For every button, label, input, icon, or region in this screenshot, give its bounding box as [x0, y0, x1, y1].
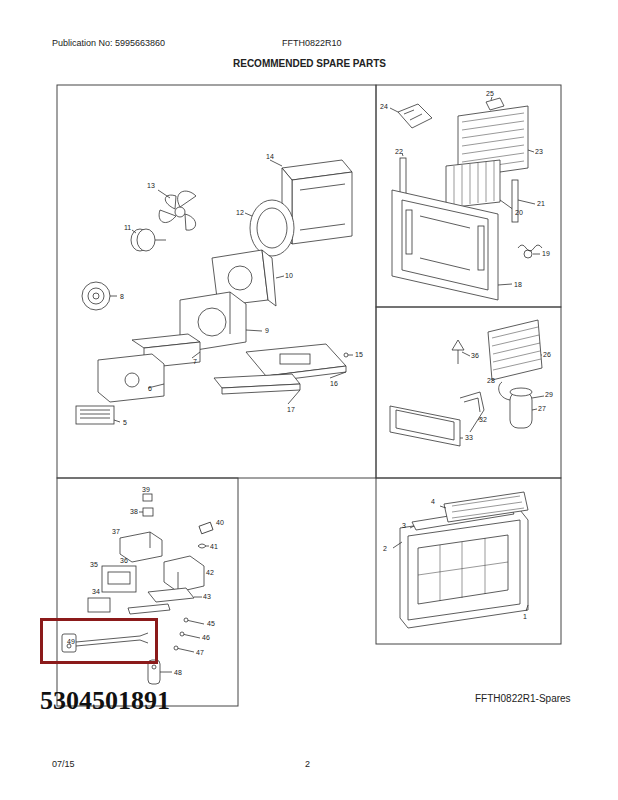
callout-number: 24 [380, 103, 388, 110]
callout-number: 41 [210, 543, 218, 550]
tubing [460, 392, 484, 432]
fan-blade [158, 190, 196, 230]
callout-number: 1 [523, 613, 527, 620]
callout-number: 38 [130, 508, 138, 515]
callout-number: 17 [287, 406, 295, 413]
panel [376, 85, 561, 307]
callout-number: 48 [174, 669, 182, 676]
callout-number: 2 [383, 545, 387, 552]
switch [139, 494, 153, 516]
valve [452, 340, 470, 364]
callout-number: 18 [514, 281, 522, 288]
callout-number: 14 [266, 153, 274, 160]
panel [376, 478, 561, 644]
callout-number: 13 [147, 182, 155, 189]
callout-number: 32 [479, 416, 487, 423]
front-frame [392, 190, 512, 300]
spring [518, 245, 542, 258]
front-panel [393, 492, 528, 548]
callout-number: 43 [203, 593, 211, 600]
callout-number: 29 [545, 391, 553, 398]
callout-number: 45 [207, 620, 215, 627]
callout-number: 8 [120, 293, 124, 300]
callout-number: 42 [206, 569, 214, 576]
condenser-coil [488, 320, 542, 380]
badge [486, 97, 504, 110]
callout-number: 39 [142, 486, 150, 493]
callout-number: 11 [124, 224, 131, 231]
callout-number: 34 [92, 588, 100, 595]
heater [76, 406, 120, 424]
callout-number: 12 [236, 209, 244, 216]
part-number: 5304501891 [40, 688, 170, 714]
panel [376, 307, 561, 478]
partition [98, 354, 164, 402]
panel [57, 85, 376, 478]
callout-number: 22 [395, 148, 403, 155]
page-title: RECOMMENDED SPARE PARTS [233, 59, 386, 69]
callout-number: 46 [202, 634, 210, 641]
callout-number: 7 [193, 358, 197, 365]
callout-number: 26 [543, 351, 551, 358]
callout-number: 6 [148, 385, 152, 392]
power-cord [62, 633, 148, 652]
publication-number: Publication No: 5995663860 [52, 39, 165, 48]
compressor [499, 382, 544, 428]
callout-number: 23 [535, 148, 543, 155]
highlight-box: 49 [40, 618, 158, 664]
callout-number: 3 [402, 522, 406, 529]
diagram-code: FFTH0822R1-Spares [475, 694, 571, 704]
callout-number: 27 [538, 405, 546, 412]
motor [131, 229, 166, 251]
control-plate [390, 104, 432, 128]
callout-number: 40 [216, 519, 224, 526]
callout-number: 28 [487, 377, 495, 384]
page-number: 2 [305, 760, 310, 769]
callout-number: 49 [67, 638, 75, 645]
front-grille [446, 160, 514, 210]
callout-number: 36 [120, 557, 128, 564]
support-strip [214, 374, 300, 404]
callout-number: 9 [265, 327, 269, 334]
control-box [102, 556, 204, 592]
callout-number: 16 [330, 380, 338, 387]
board [88, 588, 202, 614]
callout-number: 37 [112, 528, 120, 535]
callout-number: 36 [471, 352, 479, 359]
callout-number: 21 [537, 200, 545, 207]
callout-number: 20 [515, 209, 523, 216]
blower-wheel [82, 282, 117, 310]
callout-number: 10 [285, 272, 293, 279]
callout-number: 19 [542, 250, 550, 257]
panel [57, 478, 238, 706]
callout-number: 25 [486, 90, 494, 97]
callout-number: 4 [431, 498, 435, 505]
evaporator [390, 406, 463, 446]
callout-number: 33 [465, 434, 473, 441]
date: 07/15 [52, 760, 75, 769]
screws [174, 618, 204, 652]
shroud [245, 200, 294, 256]
model-number: FFTH0822R10 [282, 39, 342, 48]
callout-number: 5 [123, 419, 127, 426]
callout-number: 47 [196, 649, 204, 656]
callout-number: 15 [355, 351, 363, 358]
callout-number: 35 [90, 561, 98, 568]
